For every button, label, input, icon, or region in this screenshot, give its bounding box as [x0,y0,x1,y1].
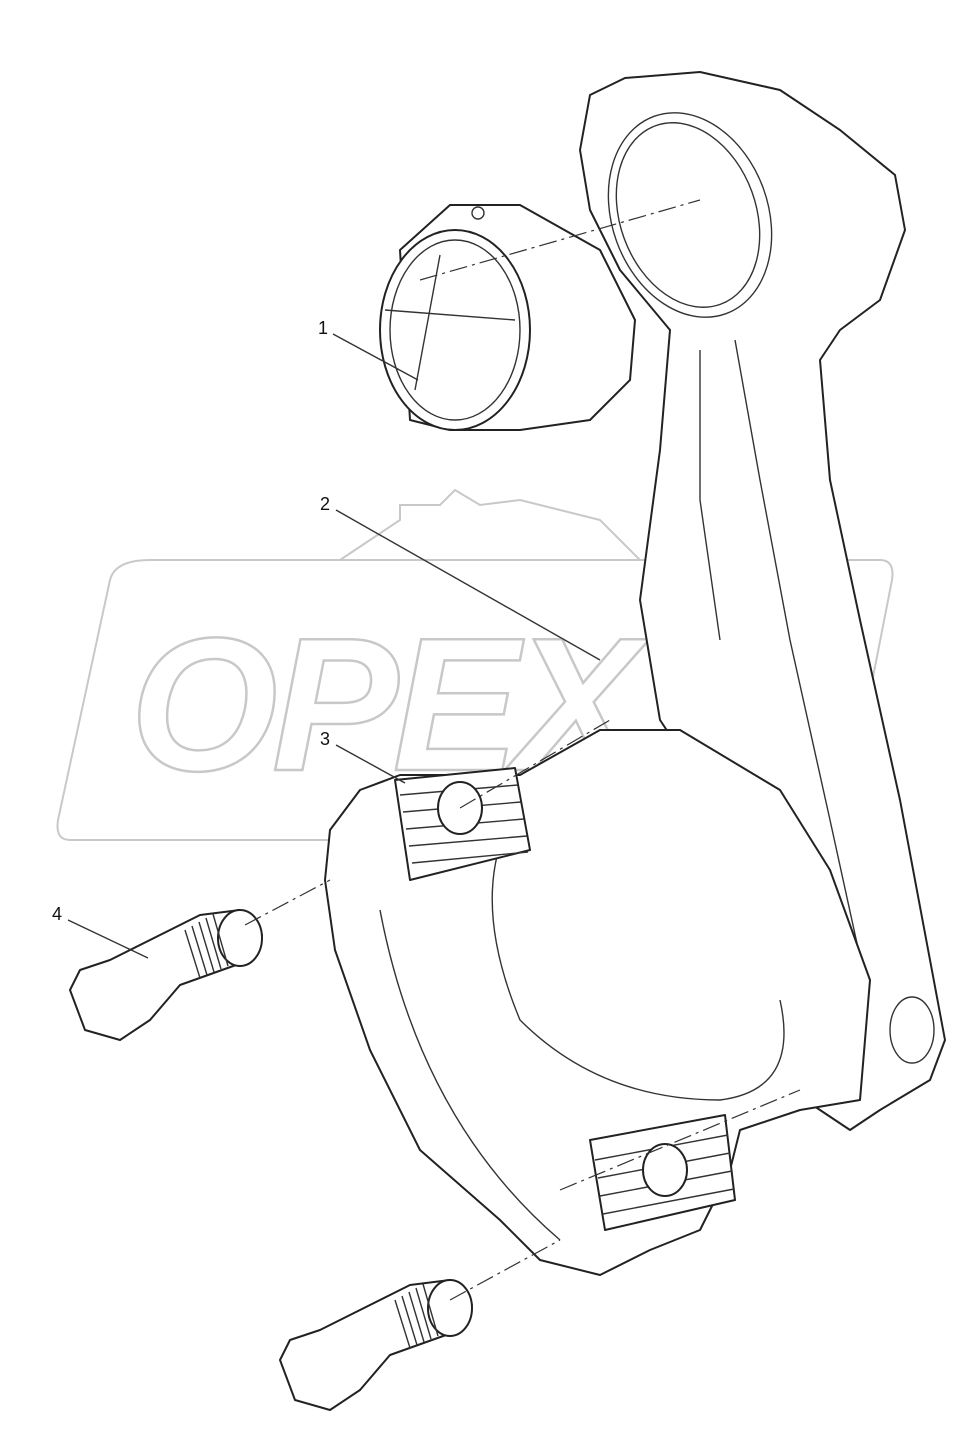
callout-label: 3 [320,729,330,749]
callout-label: 4 [52,904,62,924]
callout-label: 1 [318,318,328,338]
bushing [379,204,636,431]
connecting-rod [579,71,946,1131]
callout-4: 4 [52,904,149,959]
bolt-lower [279,1279,473,1411]
rod-cap [324,729,871,1276]
callout-label: 2 [320,494,330,514]
callout-3: 3 [320,729,406,784]
bolt-upper [69,909,263,1041]
callout-1: 1 [318,318,419,381]
callout-2: 2 [320,494,601,661]
